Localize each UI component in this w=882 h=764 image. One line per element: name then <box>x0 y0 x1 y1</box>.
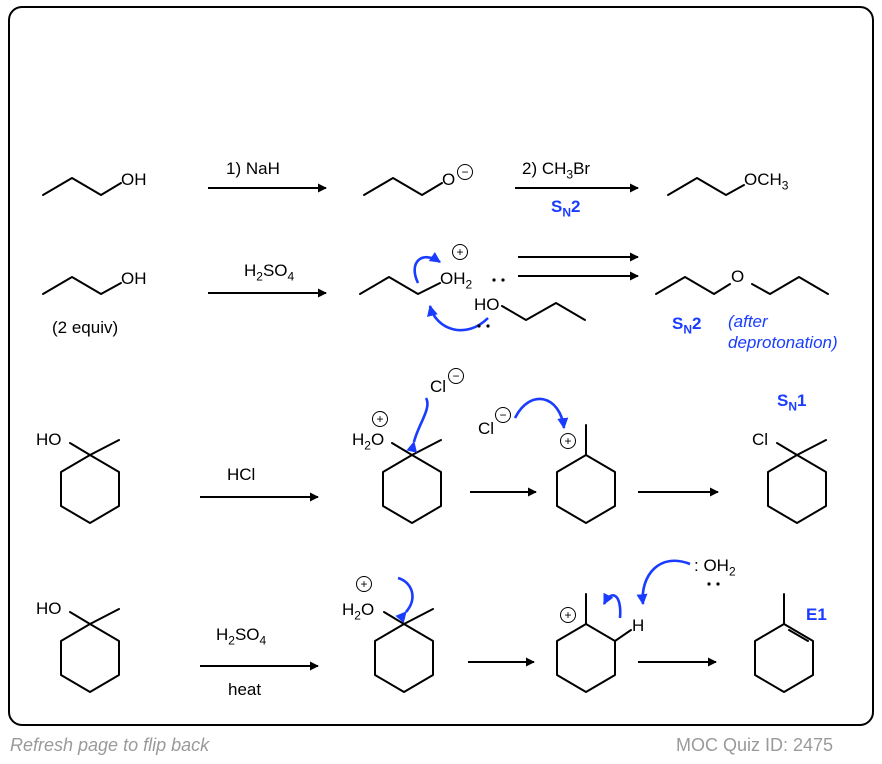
r4-reagent: H2SO4 <box>216 625 267 648</box>
r3-chloride-1: Cl <box>430 377 447 396</box>
curved-arrow-r4-water-deprotonation <box>636 559 691 606</box>
r3-oxonium: H2O <box>352 430 385 453</box>
positive-charge-icon: + <box>560 605 576 623</box>
r1-reagent2: 2) CH3Br <box>522 159 591 182</box>
refresh-hint[interactable]: Refresh page to flip back <box>10 735 210 755</box>
carbocation-ring <box>556 424 616 524</box>
propoxide-bonds <box>363 177 443 196</box>
r4-condition: heat <box>228 680 262 699</box>
quiz-card[interactable] <box>8 6 874 726</box>
positive-charge-icon: + <box>356 574 372 592</box>
r4-water: : OH2 <box>694 556 736 579</box>
r3-reactant-ho: HO <box>36 430 62 449</box>
curved-arrow-r3-chloride-attack <box>513 397 569 430</box>
r2-note-line2: deprotonation) <box>728 333 838 352</box>
oxonium2-ring <box>374 608 434 693</box>
dipropyl-ether-bonds <box>655 276 829 295</box>
r3-reagent: HCl <box>227 465 256 484</box>
r3-chloride-2: Cl <box>478 419 495 438</box>
r2-equiv: (2 equiv) <box>52 318 119 337</box>
methyl-propyl-ether-bonds <box>667 177 745 196</box>
r2-oxonium: OH2 <box>440 269 473 292</box>
cyclohexanol-ring <box>60 439 120 524</box>
r3-product-cl: Cl <box>752 430 769 449</box>
curved-arrow-r3-leaving-group <box>406 397 429 453</box>
r2-mechanism-label: SN2 <box>672 314 702 337</box>
protonated-propanol-bonds <box>359 276 441 295</box>
r2-note-line1: (after <box>728 312 768 331</box>
r2-reactant-oh: OH <box>121 269 147 288</box>
propanol-bonds <box>42 177 122 196</box>
r3-mechanism-label: SN1 <box>777 391 807 414</box>
curved-arrow-r4-leaving-group <box>395 576 414 624</box>
r1-reactant-oh: OH <box>121 170 147 189</box>
nucleophile-propanol-bonds <box>501 302 586 321</box>
r1-reagent: 1) NaH <box>226 159 280 178</box>
carbocation2-ring <box>556 593 632 693</box>
cyclohexanol2-ring <box>60 608 120 693</box>
r1-product: OCH3 <box>744 170 789 193</box>
r4-oxonium: H2O <box>342 600 375 623</box>
curved-arrow-r4-ch-bond <box>602 592 622 619</box>
r4-hydrogen: H <box>632 616 645 635</box>
r1-alkoxide-o: O <box>442 170 456 189</box>
negative-charge-icon: − <box>457 162 473 180</box>
negative-charge-icon: − <box>495 405 511 423</box>
r1-mechanism-label: SN2 <box>551 197 581 220</box>
r2-nucleophile-ho: HO <box>474 295 500 314</box>
positive-charge-icon: + <box>452 242 468 260</box>
curved-arrow-r2-nucleophile-attack <box>427 304 489 332</box>
r4-reactant-ho: HO <box>36 599 62 618</box>
r4-mechanism-label: E1 <box>806 605 827 624</box>
r2-product-o: O <box>731 267 745 286</box>
propanol2-bonds <box>42 276 122 295</box>
curved-arrow-r2-oh-to-oxygen <box>413 251 441 284</box>
quiz-id: MOC Quiz ID: 2475 <box>676 735 834 755</box>
alkene-ring <box>754 593 814 693</box>
positive-charge-icon: + <box>372 409 388 427</box>
positive-charge-icon: + <box>560 431 576 449</box>
r2-reagent: H2SO4 <box>244 261 295 284</box>
negative-charge-icon: − <box>448 366 464 384</box>
oxonium-ring <box>382 439 442 524</box>
chloride-product-ring <box>767 439 827 524</box>
